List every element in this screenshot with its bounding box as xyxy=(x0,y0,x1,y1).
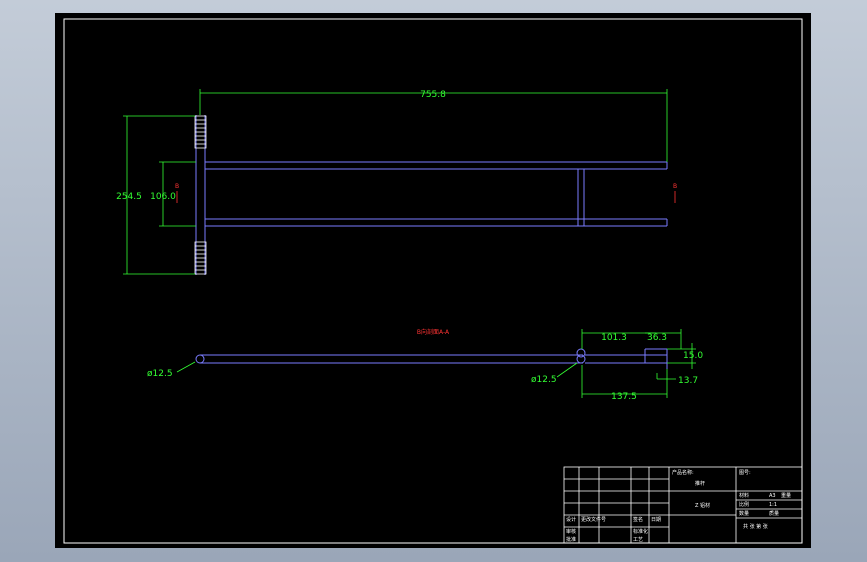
tb-mass-label: 质量 xyxy=(769,510,779,517)
tb-process-label: 工艺 xyxy=(633,537,643,543)
dim-tube-dia-right: ø12.5 xyxy=(531,375,557,385)
cad-drawing: 755.8 254.5 106.0 B B B向剖面A- xyxy=(63,18,803,544)
tb-check-label: 审核 xyxy=(566,528,576,535)
tb-approve-label: 批准 xyxy=(566,536,576,543)
tb-part-name: 推杆 xyxy=(695,480,705,487)
dim-tube-dia-left: ø12.5 xyxy=(147,369,173,379)
dim-36: 36.3 xyxy=(647,333,667,343)
knurl-bottom xyxy=(194,241,207,275)
tb-sign-label: 签名 xyxy=(633,516,643,523)
top-view xyxy=(195,115,668,275)
tb-date-label: 日期 xyxy=(651,517,661,523)
tb-design-label: 设计 xyxy=(566,516,576,523)
dim-overall-height: 254.5 xyxy=(116,192,142,202)
tb-revision-label: 更改文件号 xyxy=(581,516,606,523)
dim-15: 15.0 xyxy=(683,351,703,361)
tb-scale: 1:1 xyxy=(769,502,777,508)
dim-13: 13.7 xyxy=(678,376,698,386)
tb-qty-label: 数量 xyxy=(739,510,749,517)
section-label: B向剖面A-A xyxy=(417,328,450,336)
tb-scale-label: 比例 xyxy=(739,501,749,508)
tb-material: Z 铝材 xyxy=(695,502,710,509)
tb-product-label: 产品名称: xyxy=(672,469,694,476)
tb-drawing-no-label: 图号: xyxy=(739,470,751,476)
tb-standard-label: 标准化 xyxy=(633,528,648,535)
side-dimensions xyxy=(176,329,696,398)
cad-viewport[interactable]: 755.8 254.5 106.0 B B B向剖面A- xyxy=(55,13,811,548)
tb-logo: A3 xyxy=(769,493,776,499)
section-mark-b-right: B xyxy=(673,183,677,190)
side-view xyxy=(195,348,668,369)
top-dimensions xyxy=(123,89,668,275)
drawing-border xyxy=(63,18,803,544)
dim-137: 137.5 xyxy=(611,392,637,402)
dim-101: 101.3 xyxy=(601,333,627,343)
tb-weight-label: 重量 xyxy=(781,492,791,499)
tb-sheet-label: 共 张 第 张 xyxy=(743,523,768,530)
title-block xyxy=(563,466,803,544)
dim-overall-length: 755.8 xyxy=(420,90,446,100)
tb-material-label: 材料 xyxy=(739,492,749,499)
dim-inner-height: 106.0 xyxy=(150,192,176,202)
section-mark-b-left: B xyxy=(175,183,179,190)
knurl-top xyxy=(194,115,207,149)
